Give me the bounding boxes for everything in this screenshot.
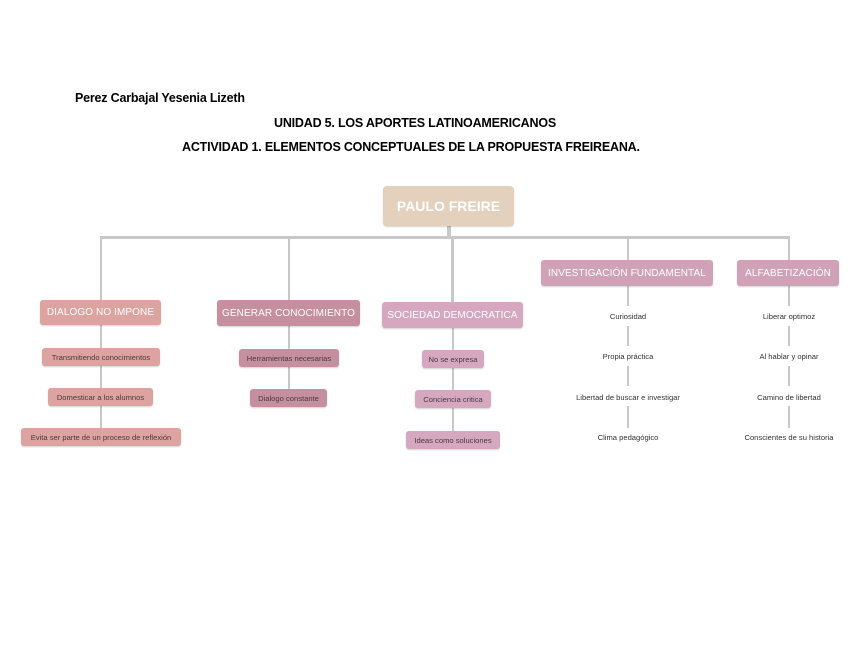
child-label: Domesticar a los alumnos [56,392,145,402]
child-label: Dialogo constante [258,393,319,403]
root-node-paulo-freire[interactable]: PAULO FREIRE [383,186,514,226]
child-node[interactable]: No se expresa [422,350,484,368]
branch-dialogo-no-impone[interactable]: DIALOGO NO IMPONE [40,300,161,325]
child-node[interactable]: Herramientas necesarias [239,349,339,367]
branch-label: INVESTIGACIÓN FUNDAMENTAL [548,267,706,279]
child-node[interactable]: Ideas como soluciones [406,431,500,449]
child-node[interactable]: Domesticar a los alumnos [48,388,153,406]
child-label: No se expresa [428,354,478,364]
branch-label: ALFABETIZACIÓN [745,267,831,279]
child-text: Al hablar y opinar [759,352,819,361]
branch-generar-conocimiento[interactable]: GENERAR CONOCIMIENTO [217,300,360,326]
child-label: Conciencia critica [423,394,483,404]
child-text: Conscientes de su historia [744,433,834,442]
child-label: Evita ser parte de un proceso de reflexi… [30,432,172,442]
branch-label: DIALOGO NO IMPONE [46,307,155,318]
child-node[interactable]: Dialogo constante [250,389,327,407]
child-text: Liberar optimoz [762,312,816,321]
branch-label: SOCIEDAD DEMOCRATICA [387,309,518,321]
child-node[interactable]: Evita ser parte de un proceso de reflexi… [21,428,181,446]
author-name: Perez Carbajal Yesenia Lizeth [75,91,245,105]
branch-label: GENERAR CONOCIMIENTO [222,307,355,319]
child-node[interactable]: Transmitiendo conocimientos [42,348,160,366]
child-text: Libertad de buscar e investigar [576,393,680,402]
unit-title: UNIDAD 5. LOS APORTES LATINOAMERICANOS [274,116,556,130]
child-node[interactable]: Conciencia critica [415,390,491,408]
root-node-label: PAULO FREIRE [396,198,501,214]
child-label: Transmitiendo conocimientos [51,352,151,362]
child-label: Herramientas necesarias [246,353,332,363]
child-text: Propia práctica [602,352,654,361]
child-text: Clima pedagógico [597,433,659,442]
branch-investigacion-fundamental[interactable]: INVESTIGACIÓN FUNDAMENTAL [541,260,713,286]
child-text: Camino de libertad [757,393,821,402]
branch-sociedad-democratica[interactable]: SOCIEDAD DEMOCRATICA [382,302,523,328]
activity-title: ACTIVIDAD 1. ELEMENTOS CONCEPTUALES DE L… [182,140,640,154]
branch-alfabetizacion[interactable]: ALFABETIZACIÓN [737,260,839,286]
child-text: Curiosidad [609,312,647,321]
child-label: Ideas como soluciones [414,435,492,445]
